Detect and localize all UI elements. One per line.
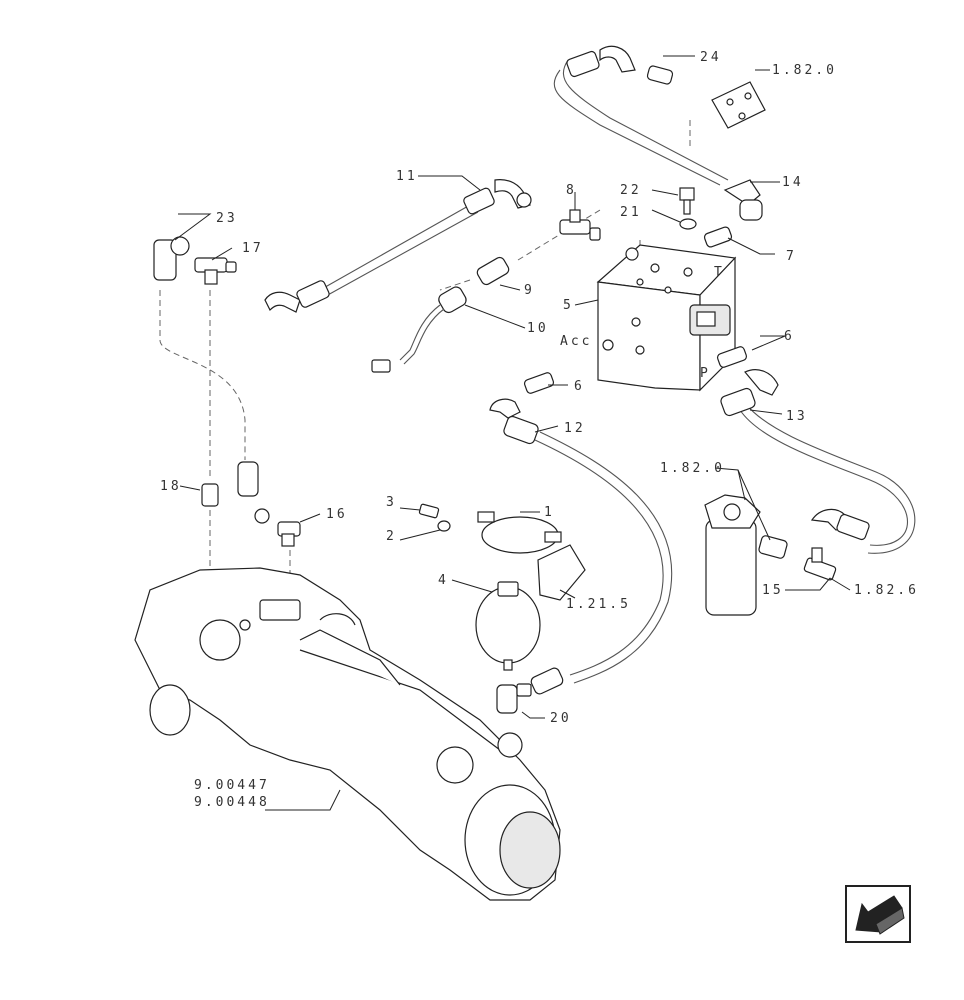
port-label-acc: Acc — [560, 334, 592, 349]
callout-1: 1 — [544, 505, 555, 520]
bolt-3 — [418, 503, 440, 519]
leader-lines — [174, 55, 851, 811]
callout-10: 10 — [527, 321, 549, 336]
callout-9: 9 — [524, 283, 535, 298]
callout-16: 16 — [326, 507, 348, 522]
callout-ref-1-82-0-top: 1.82.0 — [772, 63, 837, 78]
valve-block — [596, 244, 737, 392]
callout-ref-9-00448: 9.00448 — [194, 795, 270, 810]
callout-13: 13 — [786, 409, 808, 424]
callout-14: 14 — [782, 175, 804, 190]
fitting-6-left — [523, 372, 555, 394]
callout-20: 20 — [550, 711, 572, 726]
hose-end-12 — [489, 398, 539, 445]
callout-labels: 24 1.82.0 11 8 22 21 14 23 17 7 T 9 5 10… — [160, 50, 919, 810]
accumulator-4 — [475, 581, 541, 671]
washer-2 — [437, 520, 451, 532]
callout-8: 8 — [566, 183, 577, 198]
callout-ref-1-82-0-filter: 1.82.0 — [660, 461, 725, 476]
callout-15: 15 — [762, 583, 784, 598]
callout-24: 24 — [700, 50, 722, 65]
elbow-fitting-23 — [153, 236, 190, 281]
callout-4: 4 — [438, 573, 449, 588]
hose-end-16 — [237, 461, 301, 547]
clamp-1 — [477, 511, 562, 554]
callout-6-right: 6 — [784, 329, 795, 344]
front-axle-assembly — [134, 567, 561, 901]
port-label-p: P — [700, 366, 711, 381]
callout-5: 5 — [563, 298, 574, 313]
back-navigation-button[interactable] — [845, 885, 911, 943]
hose-fitting-11 — [463, 179, 532, 215]
callout-3: 3 — [386, 495, 397, 510]
callout-7: 7 — [786, 249, 797, 264]
callout-21: 21 — [620, 205, 642, 220]
callout-18: 18 — [160, 479, 182, 494]
callout-ref-9-00447: 9.00447 — [194, 778, 270, 793]
callout-ref-1-21-5: 1.21.5 — [566, 597, 631, 612]
tee-fitting-8 — [559, 209, 601, 241]
port-label-t: T — [714, 265, 725, 280]
oil-filter — [704, 494, 761, 616]
arrow-back-icon — [855, 895, 905, 935]
callout-11: 11 — [396, 169, 418, 184]
tee-fitting-15 — [758, 535, 837, 581]
fitting-6-right — [716, 346, 748, 368]
callout-22: 22 — [620, 183, 642, 198]
callout-6-left: 6 — [574, 379, 585, 394]
callout-2: 2 — [386, 529, 397, 544]
hose-end-13 — [720, 369, 779, 417]
fitting-24 — [566, 45, 674, 85]
hose-end-filter — [810, 508, 870, 541]
hose-end-lower — [264, 280, 330, 313]
elbow-fitting-14 — [723, 179, 763, 221]
callout-23: 23 — [216, 211, 238, 226]
mounting-plate-1-82-0 — [711, 81, 766, 129]
elbow-fitting-20 — [496, 667, 564, 714]
fitting-18 — [201, 483, 219, 507]
callout-17: 17 — [242, 241, 264, 256]
hose-fitting-17 — [194, 257, 237, 285]
washer-21 — [679, 218, 697, 230]
bushing-9 — [476, 256, 510, 286]
pressure-switch-10 — [371, 286, 467, 373]
callout-ref-1-82-6: 1.82.6 — [854, 583, 919, 598]
callout-12: 12 — [564, 421, 586, 436]
bolt-22 — [679, 187, 695, 215]
fitting-7 — [703, 226, 733, 248]
bracket-1-21-5 — [537, 544, 586, 601]
